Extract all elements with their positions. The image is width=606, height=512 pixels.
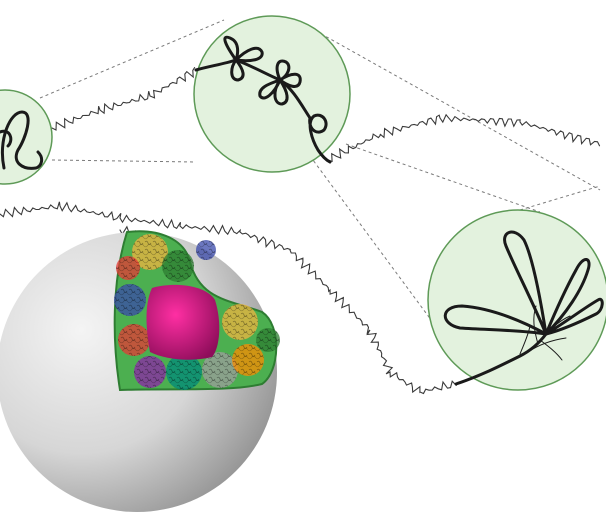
guide-line — [346, 144, 540, 212]
territory-texture — [114, 284, 146, 316]
territory-texture — [118, 324, 150, 356]
zoom-circle-top — [194, 16, 350, 172]
guide-line — [310, 156, 440, 332]
territory-texture — [222, 304, 258, 340]
nucleolus — [147, 285, 220, 360]
chromatin-fiber — [52, 68, 195, 130]
territory-texture — [162, 250, 194, 282]
chromatin-fiber — [328, 115, 600, 162]
zoom-circle-left — [0, 90, 52, 184]
territory-texture — [256, 328, 280, 352]
territory-texture — [196, 240, 216, 260]
territory-texture — [134, 356, 166, 388]
zoom-circle-right-disc — [428, 210, 606, 390]
territory-texture — [232, 344, 264, 376]
guide-line — [52, 160, 196, 162]
guide-line — [520, 186, 600, 210]
zoom-circle-right — [428, 210, 606, 390]
nucleus-cutaway-icon — [0, 231, 280, 512]
territory-texture — [116, 256, 140, 280]
